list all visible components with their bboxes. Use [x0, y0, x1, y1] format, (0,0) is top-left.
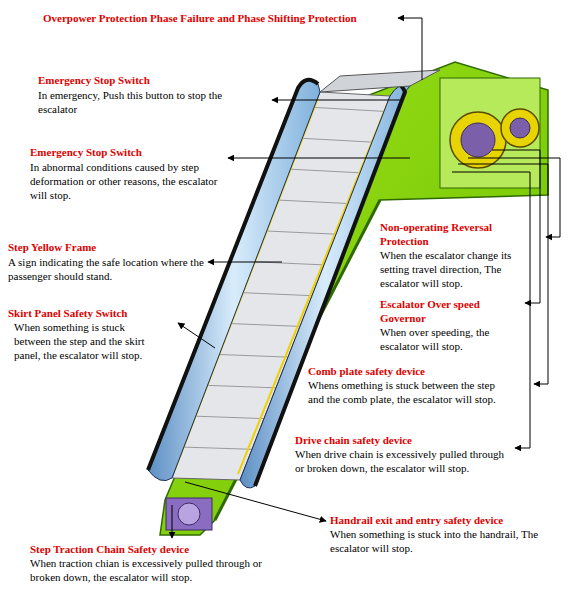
drive-gear-hub: [461, 123, 495, 157]
callout-text: When drive chain is excessively pulled t…: [295, 447, 505, 475]
drive-gear: [450, 112, 506, 168]
left-balustrade: [148, 80, 320, 481]
callout-text: When something is stuck into the handrai…: [330, 527, 545, 555]
bottom-station: [166, 498, 212, 530]
callout-text: When the escalator change its setting tr…: [380, 248, 525, 290]
callout-heading: Handrail exit and entry safety device: [330, 513, 503, 527]
callout-text: When traction chian is excessively pulle…: [30, 556, 280, 584]
callout-heading: Comb plate safety device: [308, 364, 425, 378]
callout-heading: Overpower Protection Phase Failure and P…: [43, 11, 357, 25]
callout-heading: Escalator Over speed Governor: [380, 297, 510, 325]
callout-heading: Step Traction Chain Safety device: [30, 542, 189, 556]
left-handrail: [148, 80, 318, 470]
bottom-wheel: [178, 503, 200, 525]
callout-heading: Skirt Panel Safety Switch: [8, 306, 127, 320]
motor-hub: [510, 118, 530, 138]
callout-heading: Emergency Stop Switch: [38, 73, 150, 87]
callout-text: In abnormal conditions caused by step de…: [30, 160, 230, 202]
callout-text: When over speeding, the escalator will s…: [380, 325, 510, 353]
callout-heading: Step Yellow Frame: [8, 240, 96, 254]
callout-text: When something is stuck between the step…: [14, 320, 154, 362]
motor: [501, 109, 539, 147]
callout-heading: Emergency Stop Switch: [30, 145, 142, 159]
callout-text: Whens omething is stuck between the step…: [308, 378, 513, 406]
leader-lines: [172, 18, 560, 538]
callout-heading: Non-operating Reversal Protection: [380, 220, 525, 248]
callout-text: In emergency, Push this button to stop t…: [38, 88, 243, 116]
callout-heading: Drive chain safety device: [295, 433, 412, 447]
callout-text: A sign indicating the safe location wher…: [8, 255, 208, 283]
